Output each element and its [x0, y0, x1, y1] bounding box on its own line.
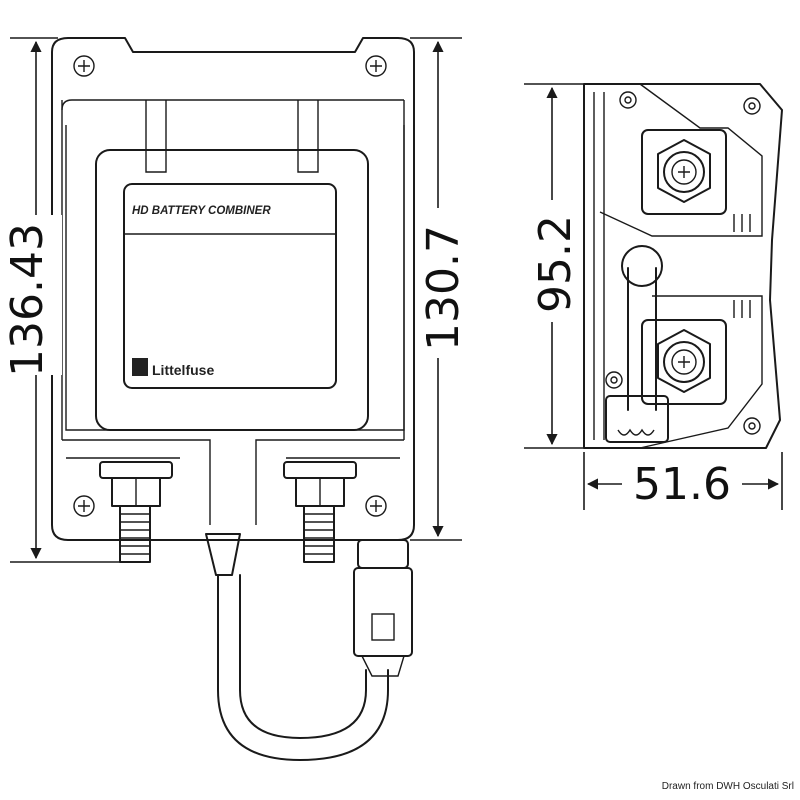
mounting-screw-icon — [365, 495, 387, 517]
credit-note: Drawn from DWH Osculati Srl — [661, 781, 794, 792]
front-view: HD BATTERY COMBINER Littelfuse — [51, 37, 415, 761]
left-terminal-stud — [99, 461, 173, 563]
side-view — [583, 83, 783, 449]
dimension-body-height: 130.7 — [410, 37, 469, 541]
label-plate — [123, 183, 337, 389]
dimension-overall-height: 136.43 — [2, 37, 120, 563]
right-terminal-stud — [283, 461, 357, 563]
brand-name: Littelfuse — [152, 362, 214, 378]
side-housing-outline — [583, 83, 783, 449]
device-label: HD BATTERY COMBINER — [132, 205, 271, 217]
side-terminal-bottom — [641, 319, 727, 405]
cover-panel — [95, 149, 369, 431]
wire-harness — [205, 533, 413, 761]
side-height-value: 95.2 — [530, 215, 581, 313]
mounting-screw-icon — [73, 55, 95, 77]
body-height-value: 130.7 — [418, 225, 469, 351]
brand-logo-icon — [132, 358, 148, 376]
side-terminal-top — [641, 129, 727, 215]
side-cable — [605, 245, 669, 443]
front-housing-outline — [51, 37, 415, 541]
mounting-screw-icon — [365, 55, 387, 77]
dimension-side-height: 95.2 — [524, 83, 584, 449]
side-depth-value: 51.6 — [633, 459, 731, 510]
overall-height-value: 136.43 — [2, 223, 53, 377]
dimension-side-depth: 51.6 — [583, 452, 783, 510]
mounting-screw-icon — [73, 495, 95, 517]
